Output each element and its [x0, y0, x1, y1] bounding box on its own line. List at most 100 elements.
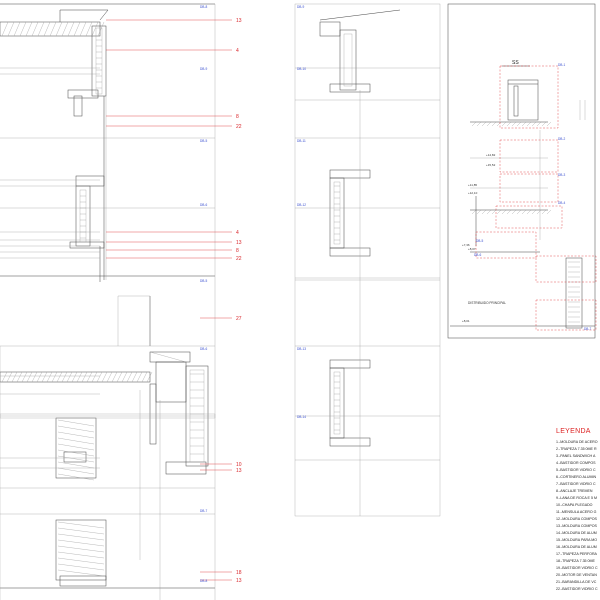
mid-module-frame — [329, 367, 345, 439]
detail-tag: DB-7 — [584, 327, 591, 331]
legend-item: 20.-MOTOR DE VENTAN — [556, 573, 597, 577]
detail-callout-box — [499, 173, 559, 203]
slab-hatch — [116, 371, 123, 383]
sill-lower — [165, 461, 207, 475]
upper-frame-profile — [91, 25, 107, 97]
detail-tag: DB-9 — [200, 67, 207, 71]
section-roof-box — [507, 79, 539, 121]
upper-mullion-head — [73, 95, 83, 117]
legend-item: 12.-MOLDURA COMPOS — [556, 517, 597, 521]
section-slab-hatch — [506, 121, 512, 127]
detail-callout-box — [499, 65, 559, 129]
callout-number: 4 — [236, 48, 239, 54]
slab-hatch — [26, 371, 33, 383]
roof-edge — [99, 9, 109, 21]
section-slab-hatch — [471, 121, 477, 127]
roof-hatch — [85, 21, 93, 37]
roof-hatch — [31, 21, 39, 37]
detail-tag: DB-5 — [200, 279, 207, 283]
insulation-hatch — [57, 431, 95, 439]
legend-item: 5.-BASTIDOR VIDRIO C — [556, 468, 596, 472]
lower-slab-top — [0, 413, 216, 419]
section-slab-hatch — [521, 209, 527, 215]
detail-callout-box — [535, 255, 597, 283]
roof-hatch — [79, 21, 87, 37]
insulation-hatch — [57, 461, 95, 469]
detail-tag: DB-9 — [297, 5, 304, 9]
slab-hatch — [36, 371, 43, 383]
mid-module-frame — [329, 177, 345, 249]
detail-tag: DB-5 — [200, 139, 207, 143]
section-lower-frame — [565, 257, 583, 329]
callout-number: 18 — [236, 570, 242, 576]
slab-hatch — [6, 371, 13, 383]
mid-module-sill — [329, 437, 371, 447]
mid-module-inner — [333, 181, 341, 245]
mid-upper-frame — [339, 29, 357, 91]
section-slab-hatch — [521, 121, 527, 127]
mid-module-inner — [333, 371, 341, 435]
slab-hatch — [56, 371, 63, 383]
legend-item: 19.-BASTIDOR VIDRIO C — [556, 566, 598, 570]
level-marker: +12,10 — [468, 191, 478, 195]
insulation-hatch — [57, 419, 95, 427]
floor-slab-lower — [0, 371, 151, 383]
callout-number: 22 — [236, 256, 242, 262]
legend-item: 4.-BASTIDOR COMPOS — [556, 461, 596, 465]
level-marker: +15,52 — [486, 163, 496, 167]
mid-frame-inner — [79, 189, 87, 243]
slab-hatch — [121, 371, 128, 383]
callout-number: 8 — [236, 114, 239, 120]
level-marker: +8,01 — [462, 319, 470, 323]
slab-hatch — [101, 371, 108, 383]
section-slab-hatch — [531, 121, 537, 127]
lower-panel-inner — [189, 369, 205, 463]
insulation-hatch — [57, 473, 95, 481]
callout-number: 27 — [236, 316, 242, 322]
detail-tag: DB-10 — [297, 67, 306, 71]
legend-item: 3.-PANEL SANDWICH A — [556, 454, 596, 458]
detail-tag: DB-3 — [558, 173, 565, 177]
mid-module-sill — [329, 247, 371, 257]
legend-item: 11.-MENSULA ACERO G — [556, 510, 597, 514]
mid-roof-block — [319, 21, 341, 37]
roof-hatch — [1, 21, 9, 37]
section-slab-hatch — [511, 121, 517, 127]
insulation-hatch — [57, 467, 95, 475]
middle-sheet-frame — [294, 3, 441, 517]
slab-hatch — [131, 371, 138, 383]
roof-hatch — [91, 21, 99, 37]
callout-number: 13 — [236, 240, 242, 246]
section-slab-hatch — [476, 121, 482, 127]
insulation-block — [55, 417, 97, 479]
legend-item: 10.-CHAPA PLEGADO — [556, 503, 593, 507]
slab-hatch — [106, 371, 113, 383]
level-marker: +14,82 — [486, 153, 496, 157]
callout-number: 13 — [236, 578, 242, 584]
slab-hatch — [1, 371, 8, 383]
detail-tag: DB-13 — [297, 347, 306, 351]
detail-tag: DB-8 — [200, 579, 207, 583]
detail-callout-box — [535, 299, 597, 331]
slab-hatch — [146, 371, 153, 383]
roof-hatch — [13, 21, 21, 37]
slab-hatch — [141, 371, 148, 383]
slab-hatch — [41, 371, 48, 383]
insulation-hatch — [57, 443, 95, 451]
detail-tag: DB-12 — [297, 203, 306, 207]
slab-hatch — [16, 371, 23, 383]
insulation-hatch — [57, 539, 105, 547]
callout-number: 4 — [236, 230, 239, 236]
slab-hatch — [61, 371, 68, 383]
mid-module-head — [329, 169, 371, 179]
mid-transom — [75, 175, 105, 187]
insulation-hatch — [57, 551, 105, 559]
section-slab-hatch — [526, 209, 532, 215]
mid-upper-sill — [329, 83, 371, 93]
legend-item: 22.-BASTIDOR VIDRIO C — [556, 587, 598, 591]
section-slab-hatch — [516, 121, 522, 127]
slab-hatch — [96, 371, 103, 383]
legend-item: 15.-MOLDURA PARA MO — [556, 538, 598, 542]
mid-module-head — [329, 359, 371, 369]
legend-item: 6.-CORTINERO ALUMIN — [556, 475, 597, 479]
